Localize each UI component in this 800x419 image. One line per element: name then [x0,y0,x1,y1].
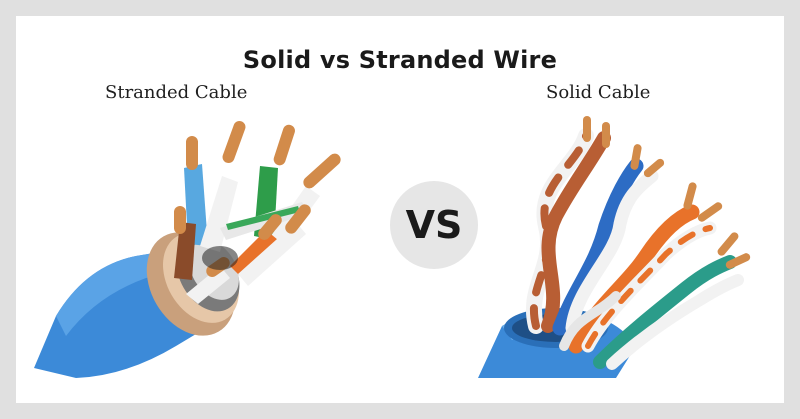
solid-cable-label: Solid Cable [546,82,651,103]
page-title: Solid vs Stranded Wire [242,46,558,74]
stranded-cable-label: Stranded Cable [105,82,248,103]
stranded-cable-illustration [34,120,341,378]
vs-badge: VS [390,181,478,269]
solid-cable-illustration [478,116,751,378]
vs-text: VS [405,203,463,247]
infographic-card: Solid vs Stranded Wire Stranded Cable So… [16,16,784,403]
